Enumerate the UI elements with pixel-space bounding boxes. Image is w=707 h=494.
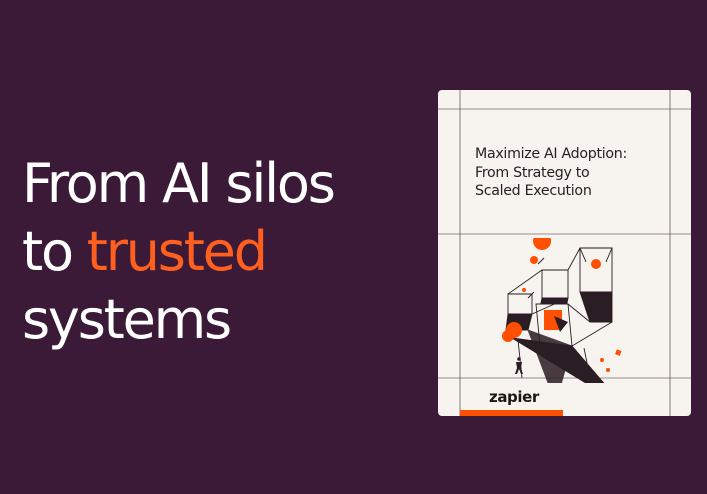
ebook-title: Maximize AI Adoption: From Strategy to S… [475, 145, 675, 201]
cover-grid-lines [438, 90, 691, 416]
hero-headline: From AI silos to trusted systems [22, 150, 422, 354]
headline-accent-word: trusted [86, 220, 268, 283]
ebook-title-line-2: From Strategy to [475, 164, 590, 181]
zapier-logo: zapier [489, 388, 539, 406]
headline-line-2-prefix: to [22, 220, 87, 283]
headline-line-2: to trusted [22, 218, 422, 286]
ebook-illustration [502, 238, 622, 383]
headline-line-3: systems [22, 288, 232, 351]
ebook-title-line-3: Scaled Execution [475, 183, 592, 199]
brand-color-bar [460, 410, 563, 416]
headline-line-1: From AI silos [22, 152, 336, 215]
ebook-cover: Maximize AI Adoption: From Strategy to S… [438, 90, 691, 416]
ebook-title-line-1: Maximize AI Adoption: [475, 146, 627, 162]
